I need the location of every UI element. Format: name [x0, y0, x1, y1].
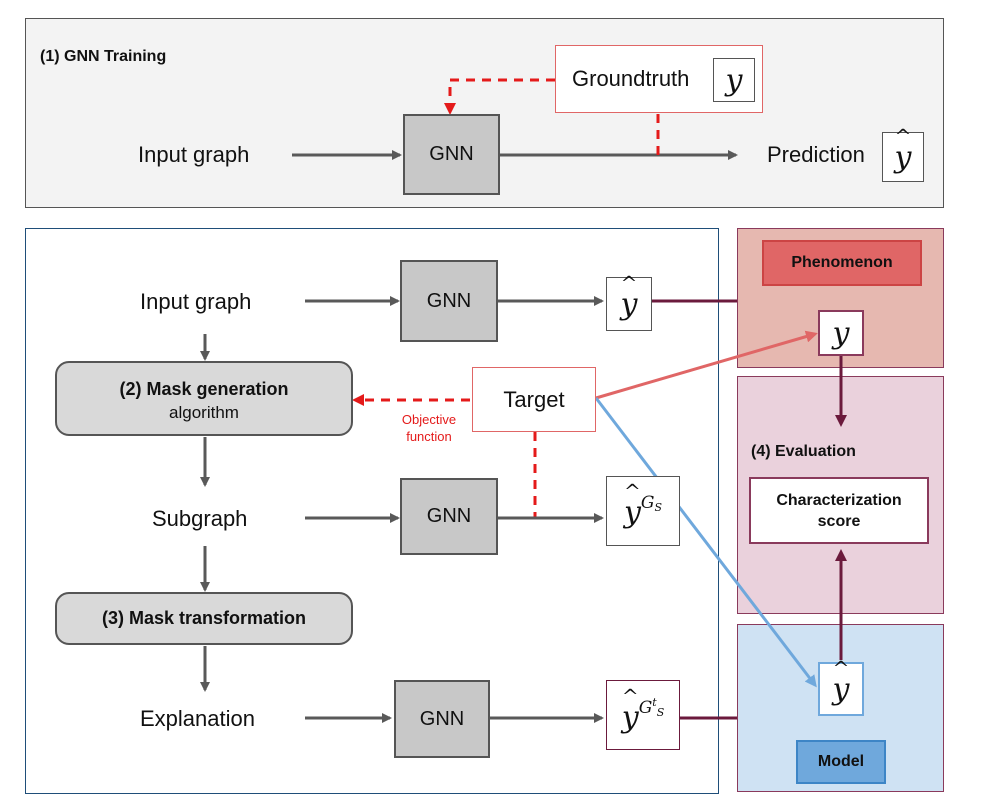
mask-generation-title: (2) Mask generation	[119, 379, 289, 399]
training-gnn-box: GNN	[403, 114, 500, 195]
mask-generation-sub: algorithm	[169, 403, 239, 422]
target-box: Target	[472, 367, 596, 432]
characterization-score-box: Characterization score	[749, 477, 929, 544]
explanation-label: Explanation	[140, 706, 255, 731]
mask-transformation-box: (3) Mask transformation	[55, 592, 353, 645]
pipeline-gnn-2: GNN	[400, 478, 498, 555]
training-input-label: Input graph	[138, 142, 250, 167]
groundtruth-label: Groundtruth	[572, 66, 690, 91]
subgraph-label: Subgraph	[152, 506, 248, 531]
gnn-label: GNN	[429, 143, 474, 165]
prediction-yhat: y	[882, 132, 924, 182]
model-yhat: y	[818, 662, 864, 716]
phenomenon-tag: Phenomenon	[762, 240, 922, 286]
pipeline-gnn-3: GNN	[394, 680, 490, 758]
mask-generation-box: (2) Mask generation algorithm	[55, 361, 353, 436]
evaluation-title: (4) Evaluation	[751, 443, 856, 460]
prediction-label: Prediction	[767, 142, 865, 167]
objective-function-label: Objective function	[401, 412, 457, 444]
yhat-box-1: y	[606, 277, 652, 331]
pipeline-input-label: Input graph	[140, 289, 252, 314]
pipeline-gnn-1: GNN	[400, 260, 498, 342]
groundtruth-box: Groundtruth y	[555, 45, 763, 113]
yhat-gst-box: yGtS	[606, 680, 680, 750]
model-tag: Model	[796, 740, 886, 784]
phenomenon-y: y	[818, 310, 864, 356]
groundtruth-y: y	[713, 58, 755, 102]
yhat-gs-box: yGS	[606, 476, 680, 546]
training-title: (1) GNN Training	[40, 48, 167, 65]
